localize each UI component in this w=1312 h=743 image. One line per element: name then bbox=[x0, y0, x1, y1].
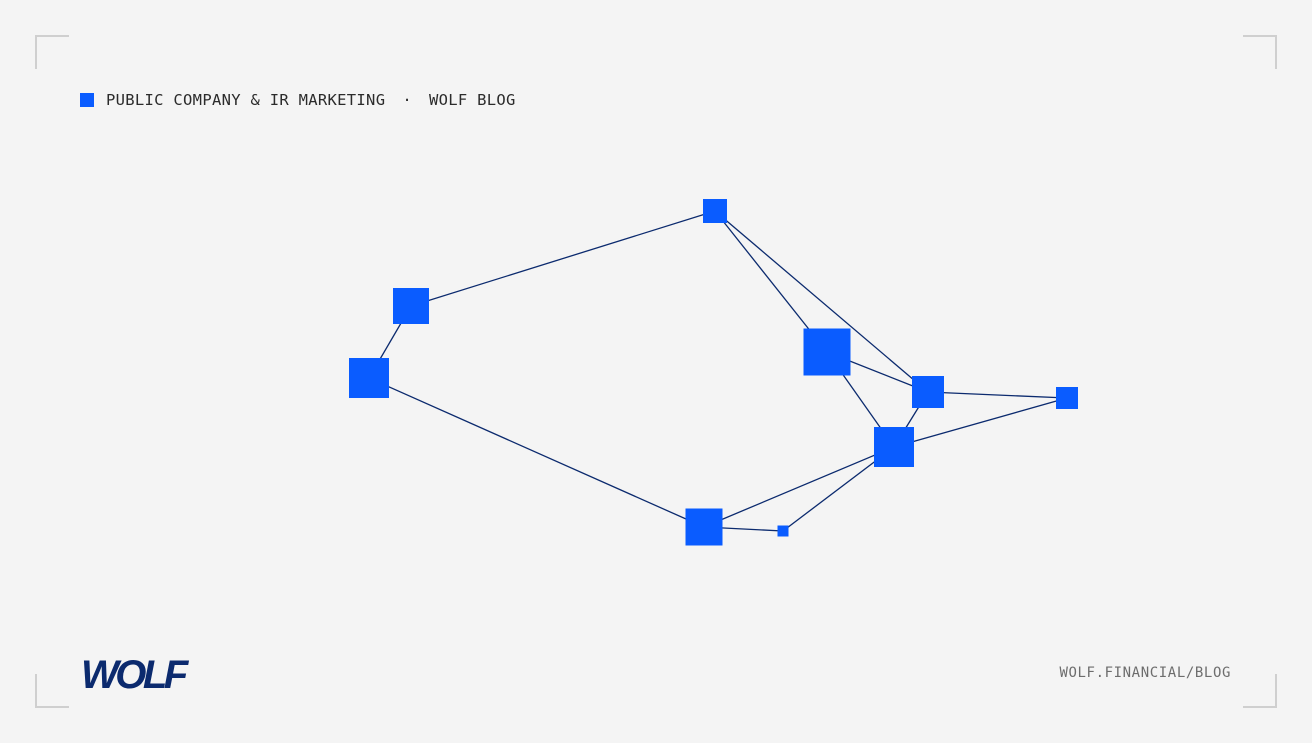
header-section: WOLF BLOG bbox=[428, 91, 516, 109]
footer-url: WOLF.FINANCIAL/BLOG bbox=[1059, 665, 1231, 681]
frame-corner-top-right bbox=[1243, 35, 1277, 69]
node-n6 bbox=[874, 427, 914, 467]
diagram-nodes bbox=[349, 199, 1078, 546]
edge-n7-n9 bbox=[927, 391, 1068, 399]
node-n3 bbox=[349, 358, 389, 398]
header-separator: · bbox=[402, 91, 412, 109]
edge-n1-n2 bbox=[410, 210, 716, 307]
header-marker-icon bbox=[80, 93, 94, 107]
node-n1 bbox=[393, 288, 429, 324]
node-n5 bbox=[777, 525, 789, 537]
node-n2 bbox=[703, 199, 727, 223]
diagram-edges bbox=[368, 210, 1068, 532]
frame-corner-top-left bbox=[35, 35, 69, 69]
header: PUBLIC COMPANY & IR MARKETING · WOLF BLO… bbox=[80, 90, 516, 110]
edge-n2-n7 bbox=[714, 210, 929, 393]
wolf-logo-icon: WOLF bbox=[81, 653, 193, 697]
header-category: PUBLIC COMPANY & IR MARKETING bbox=[106, 91, 386, 109]
edge-n4-n6 bbox=[703, 446, 895, 528]
wolf-logo-text: WOLF bbox=[81, 656, 190, 690]
node-n7 bbox=[912, 376, 944, 408]
node-n9 bbox=[1056, 387, 1078, 409]
node-n8 bbox=[803, 328, 851, 376]
node-n4 bbox=[685, 508, 723, 546]
edge-n3-n4 bbox=[368, 377, 705, 528]
edge-n6-n9 bbox=[893, 397, 1068, 448]
wolf-logo: WOLF bbox=[80, 653, 208, 697]
frame-corner-bottom-left bbox=[35, 674, 69, 708]
frame-corner-bottom-right bbox=[1243, 674, 1277, 708]
